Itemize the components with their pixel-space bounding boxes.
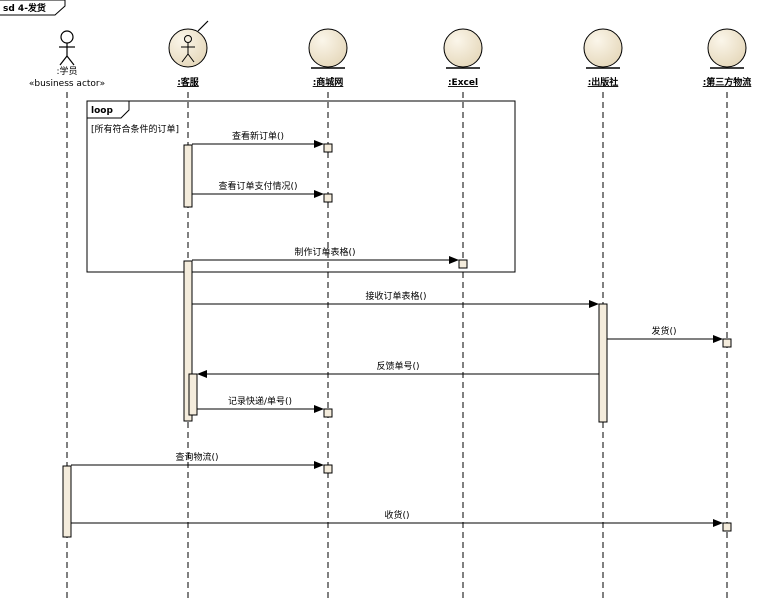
logistics-name: :第三方物流 xyxy=(703,76,752,88)
lifeline-head-student[interactable]: :学员 «business actor» xyxy=(29,30,105,89)
logistics-activation-1 xyxy=(722,338,732,348)
message-ship[interactable]: 发货() xyxy=(607,325,723,343)
message-query-logistics[interactable]: 查询物流() xyxy=(71,451,324,469)
service-activation-1 xyxy=(183,144,193,208)
entity-icon xyxy=(443,28,483,69)
service-activation-2 xyxy=(183,260,193,422)
mall-activation-2 xyxy=(323,193,333,203)
entity-icon xyxy=(583,28,623,69)
message-label: 制作订单表格() xyxy=(294,246,355,258)
student-activation xyxy=(62,465,72,538)
entity-icon xyxy=(308,28,348,69)
message-label: 收货() xyxy=(384,509,409,521)
mall-activation-3 xyxy=(323,408,333,418)
message-label: 查看新订单() xyxy=(232,130,284,142)
lifeline-head-excel[interactable]: :Excel xyxy=(443,28,483,88)
excel-name: :Excel xyxy=(448,78,478,88)
message-view-new-orders[interactable]: 查看新订单() xyxy=(192,130,324,148)
publisher-activation xyxy=(598,303,608,423)
diagram-frame: sd 4-发货 xyxy=(0,0,66,16)
entity-icon xyxy=(707,28,747,69)
service-activation-3 xyxy=(188,373,198,416)
student-stereotype: «business actor» xyxy=(29,79,105,89)
service-name: :客服 xyxy=(177,76,200,88)
message-label: 接收订单表格() xyxy=(365,290,426,302)
mall-activation-1 xyxy=(323,143,333,153)
message-label: 查询物流() xyxy=(175,451,218,463)
actor-icon xyxy=(59,30,75,66)
logistics-activation-2 xyxy=(722,522,732,532)
lifeline-head-mall[interactable]: :商城网 xyxy=(308,28,348,88)
frame-title: sd 4-发货 xyxy=(3,2,46,14)
loop-operator: loop xyxy=(91,106,113,116)
student-name: :学员 xyxy=(56,65,77,77)
message-record-tracking[interactable]: 记录快递/单号() xyxy=(197,395,324,413)
message-label: 查看订单支付情况() xyxy=(218,180,297,192)
excel-activation xyxy=(458,259,468,269)
lifeline-head-publisher[interactable]: :出版社 xyxy=(583,28,623,88)
publisher-name: :出版社 xyxy=(588,76,619,88)
message-label: 反馈单号() xyxy=(376,360,419,372)
message-label: 记录快递/单号() xyxy=(228,395,292,407)
loop-fragment[interactable]: loop [所有符合条件的订单] xyxy=(86,100,516,273)
worker-icon xyxy=(168,20,209,68)
lifeline-head-logistics[interactable]: :第三方物流 xyxy=(703,28,752,88)
message-label: 发货() xyxy=(651,325,676,337)
loop-guard: [所有符合条件的订单] xyxy=(91,123,179,135)
message-view-payment-status[interactable]: 查看订单支付情况() xyxy=(192,180,324,198)
message-return-tracking-number[interactable]: 反馈单号() xyxy=(197,360,599,378)
message-receive-goods[interactable]: 收货() xyxy=(71,509,723,527)
mall-activation-4 xyxy=(323,464,333,474)
message-make-order-sheet[interactable]: 制作订单表格() xyxy=(192,246,459,264)
lifeline-head-service[interactable]: :客服 xyxy=(168,20,209,88)
mall-name: :商城网 xyxy=(313,76,344,88)
message-receive-order-sheet[interactable]: 接收订单表格() xyxy=(192,290,599,308)
